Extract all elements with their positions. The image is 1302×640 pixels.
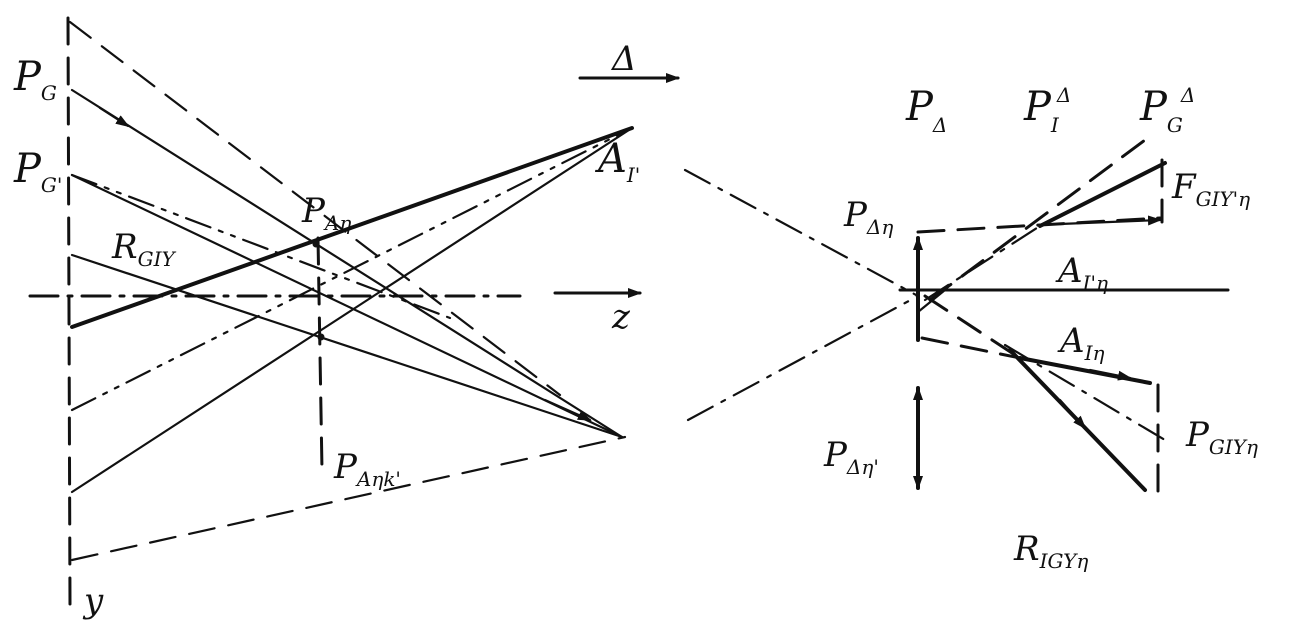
diagonal-dashdot-low [1003,343,1167,442]
ray-from-pg [70,88,624,439]
envelope-ray-bottom [70,435,627,562]
label-delta: Δ [610,39,637,79]
diagonal-to-pg-delta [928,138,1147,302]
ray-to-f [1038,161,1167,228]
p-ah-point [312,240,320,248]
label-y-axis: y [82,581,104,621]
connector-lower [686,294,920,422]
label-a-i-eta: AIη [1057,321,1104,365]
ray-to-ai-3 [70,126,634,494]
dashed-to-ai-eta [920,336,1022,360]
p-ah-vertical [316,236,324,472]
label-f-giy-eta: FGIY'η [1171,167,1250,211]
diagonal-down-dashed [923,294,1017,357]
diagonal-dashdot-up [923,224,1042,302]
envelope-ray-top [68,20,562,397]
diagonal-down-arrow [1058,398,1087,430]
label-p-ah: PAη [301,191,351,235]
label-pg: PG [13,54,57,105]
label-r-giy: RGIY [111,227,176,271]
label-p-delta-eta: PΔη [843,195,893,239]
p-ahk-point [317,333,325,341]
connector-upper [683,168,920,298]
ray-from-pg-arrow [98,106,130,128]
ray-to-ai-2 [70,126,634,412]
y-axis-line [66,16,72,607]
label-p-giy-eta: PGIYη [1185,415,1258,459]
ray-converge-arrow [543,398,592,422]
label-p-g-delta: PGΔ [1139,83,1195,137]
small-cross [916,288,947,314]
label-z-axis: z [611,297,631,337]
label-pg-prime: PG' [13,146,62,197]
ray-f-arrow [1058,215,1162,226]
label-p-delta: PΔ [905,84,947,137]
ray-from-pg-prime [70,173,624,439]
dashdot-ray-pg-prime [70,173,452,320]
ai-eta-arrow [1088,368,1132,381]
label-a-i-prime-eta: AI'η [1055,251,1108,295]
label-r-igy-eta: RIGYη [1013,529,1088,573]
label-p-ahk: PAηk' [333,447,401,491]
label-p-i-delta: PIΔ [1023,83,1071,137]
label-a-i-prime: AI' [594,136,640,187]
ray-low-converge [70,253,624,439]
ray-to-ai-1 [70,126,634,329]
label-p-delta-eta-prime: PΔη' [823,435,879,479]
